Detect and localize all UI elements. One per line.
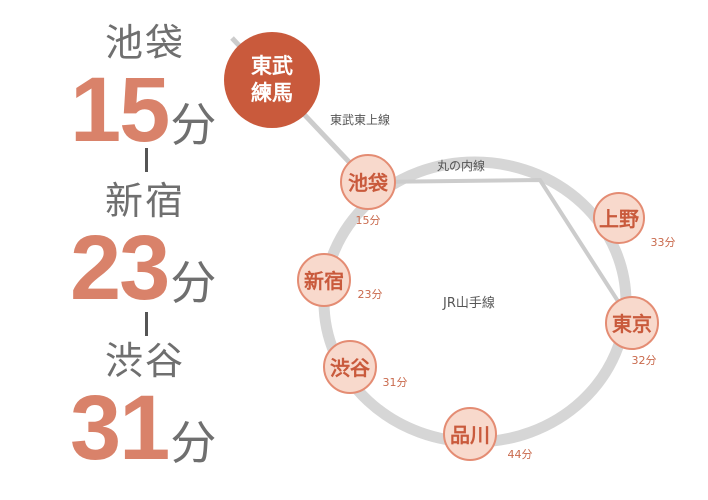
summary-minutes-shinjuku: 23	[70, 217, 170, 319]
station-ikebukuro: 池袋 15分	[340, 154, 396, 227]
summary-unit-shinjuku: 分	[170, 256, 217, 310]
marunouchi-line	[367, 177, 634, 325]
origin-station-marker: 東武 練馬	[224, 32, 320, 128]
station-shibuya-circle	[323, 340, 377, 394]
summary-station-ikebukuro: 池袋	[104, 21, 185, 65]
station-shibuya: 渋谷 31分	[323, 340, 408, 394]
station-shinjuku: 新宿 23分	[297, 253, 383, 307]
connector-line-2	[145, 312, 148, 336]
summary-unit-shibuya: 分	[170, 416, 217, 470]
station-tokyo: 東京 32分	[605, 296, 659, 367]
summary-station-shibuya: 渋谷	[104, 339, 185, 383]
summary-station-shinjuku: 新宿	[104, 179, 185, 223]
summary-unit-ikebukuro: 分	[170, 98, 217, 152]
station-shibuya-label: 渋谷	[330, 356, 371, 380]
station-ikebukuro-circle	[340, 154, 396, 210]
summary-time-shinjuku: 23分	[70, 222, 216, 314]
origin-label-line1: 東武	[251, 54, 293, 78]
origin-station-circle	[224, 32, 320, 128]
summary-minutes-ikebukuro: 15	[70, 59, 170, 161]
origin-label-line2: 練馬	[251, 81, 293, 105]
yamanote-line-label: JR山手線	[442, 295, 495, 311]
station-tokyo-circle	[605, 296, 659, 350]
station-ueno-time: 33分	[651, 236, 676, 249]
station-shinjuku-circle	[297, 253, 351, 307]
summary-minutes-shibuya: 31	[70, 377, 170, 479]
station-tokyo-label: 東京	[612, 312, 652, 336]
station-shinjuku-label: 新宿	[304, 269, 344, 293]
summary-time-ikebukuro: 15分	[70, 64, 216, 156]
station-ueno-circle	[593, 192, 645, 244]
connector-line-1	[145, 148, 148, 172]
station-shinagawa: 品川 44分	[443, 407, 533, 461]
station-ueno-label: 上野	[599, 207, 639, 231]
tobu-tojo-line-label: 東武東上線	[330, 112, 390, 127]
station-ikebukuro-label: 池袋	[348, 171, 389, 195]
summary-time-shibuya: 31分	[70, 382, 216, 474]
station-shinjuku-time: 23分	[358, 288, 383, 301]
travel-time-summary: 池袋 15分 新宿 23分 渋谷 31分	[0, 0, 230, 500]
station-tokyo-time: 32分	[632, 354, 657, 367]
station-shibuya-time: 31分	[383, 376, 408, 389]
marunouchi-line-label: 丸の内線	[437, 158, 485, 173]
station-ikebukuro-time: 15分	[356, 214, 381, 227]
station-shinagawa-time: 44分	[508, 448, 533, 461]
station-shinagawa-label: 品川	[450, 423, 490, 447]
station-ueno: 上野 33分	[593, 192, 676, 249]
station-shinagawa-circle	[443, 407, 497, 461]
